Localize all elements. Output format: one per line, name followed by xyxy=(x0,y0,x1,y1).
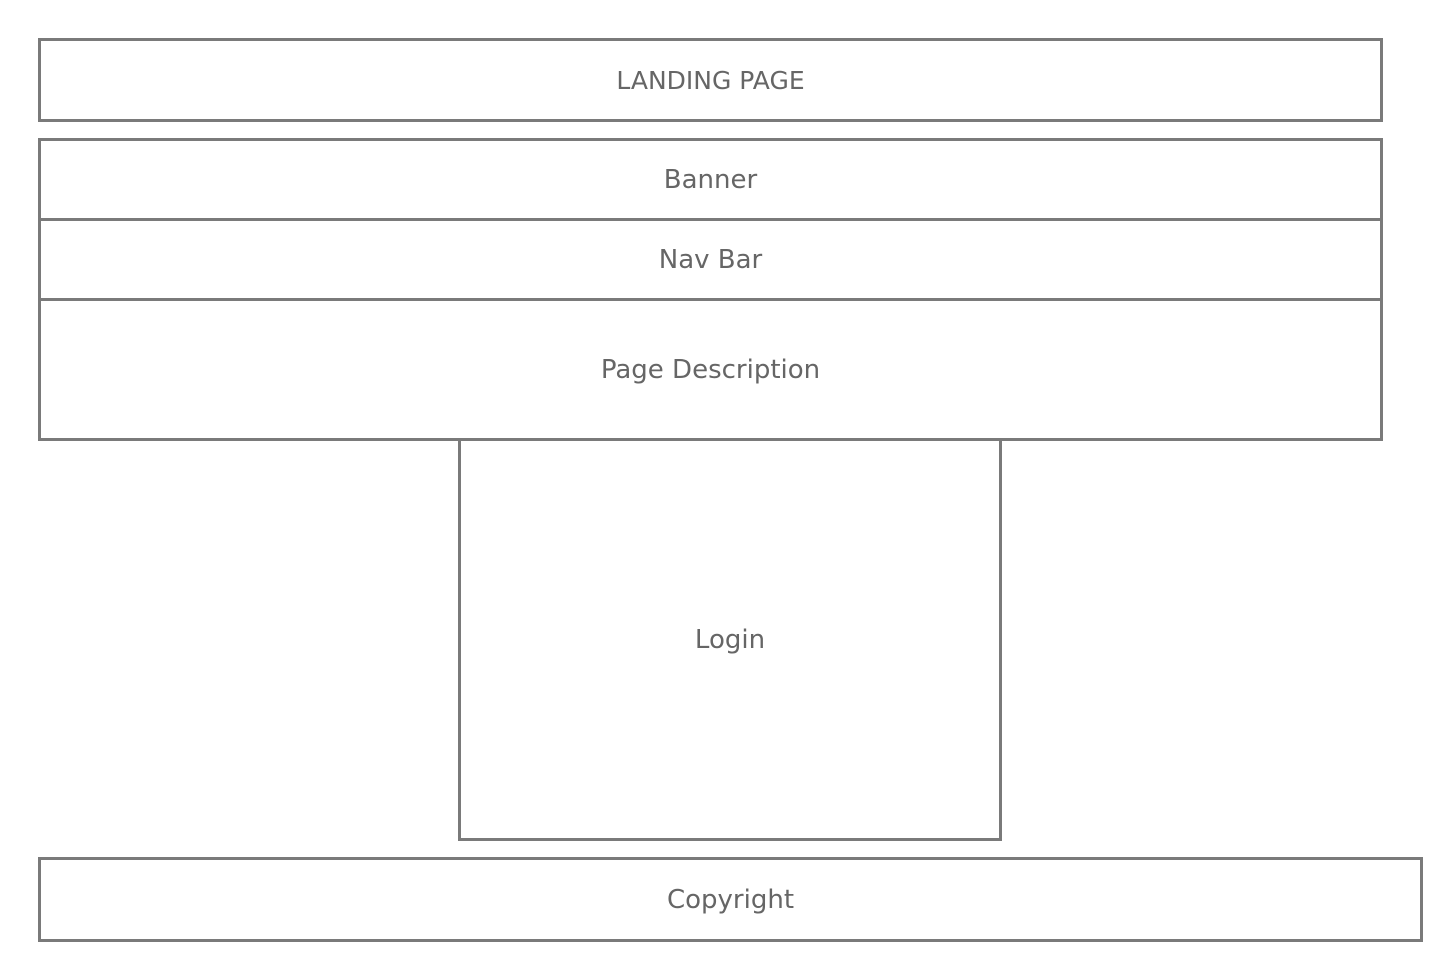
page-description-label: Page Description xyxy=(600,354,821,385)
nav-bar-section: Nav Bar xyxy=(38,218,1383,302)
login-label: Login xyxy=(694,624,766,655)
nav-bar-label: Nav Bar xyxy=(658,245,763,275)
copyright-section: Copyright xyxy=(38,857,1423,942)
page-title: LANDING PAGE xyxy=(616,65,805,95)
login-section: Login xyxy=(458,438,1002,841)
copyright-label: Copyright xyxy=(666,884,795,915)
page-description-section: Page Description xyxy=(38,298,1383,441)
banner-label: Banner xyxy=(663,165,758,195)
banner-section: Banner xyxy=(38,138,1383,222)
page-title-section: LANDING PAGE xyxy=(38,38,1383,122)
